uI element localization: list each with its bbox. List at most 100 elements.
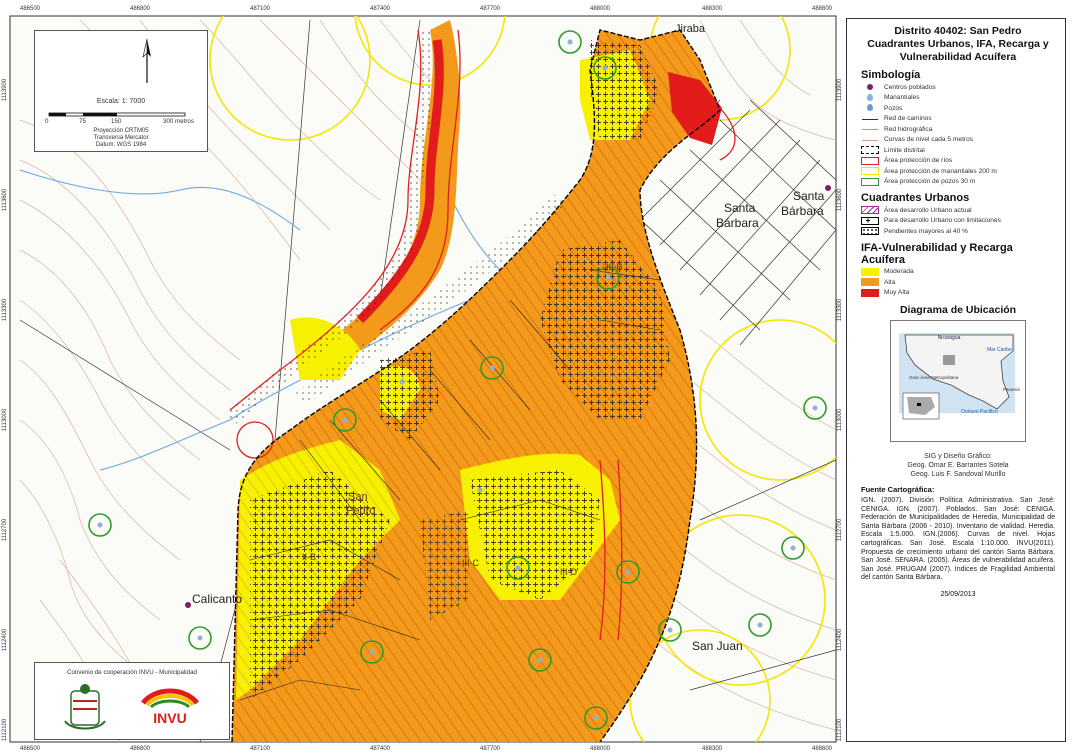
place-jiraba: Jiraba — [675, 23, 706, 35]
panama-label: Panamá — [1003, 387, 1020, 392]
credits: SIG y Diseño Gráfico: Geog. Omar E. Barr… — [861, 452, 1055, 479]
y-tick-left: 1113600 — [2, 188, 8, 211]
cooperation-label: Convenio de cooperación INVU - Municipal… — [66, 669, 197, 676]
populated-dot-icon — [867, 84, 873, 91]
y-tick-right: 1113900 — [837, 78, 843, 101]
x-tick-bottom: 487400 — [370, 746, 391, 752]
calicanto-dot — [185, 602, 191, 608]
quad-label-2: II-B — [302, 552, 316, 562]
urban-current-icon — [861, 206, 879, 215]
y-tick-left: 1113300 — [2, 298, 8, 321]
pacific-label: Océano Pacífico — [961, 409, 998, 415]
nicaragua-label: Nicaragua — [938, 335, 961, 341]
map-title: Distrito 40402: San Pedro Cuadrantes Urb… — [861, 25, 1055, 64]
x-tick-top: 486800 — [130, 6, 151, 12]
place-santa-1: Santa — [724, 201, 756, 215]
x-tick-top: 488600 — [812, 6, 833, 12]
ifa-heading: IFA-Vulnerabilidad y Recarga Acuífera — [861, 241, 1013, 266]
title-line-2: Cuadrantes Urbanos, IFA, Recarga y — [867, 38, 1049, 50]
quad-label-1: III-B — [606, 262, 623, 272]
title-line-1: Distrito 40402: San Pedro — [894, 25, 1022, 37]
place-san: San — [348, 491, 368, 503]
place-pedro: Pedro — [346, 505, 375, 517]
x-tick-bottom: 486800 — [130, 746, 151, 752]
legend-panel: Distrito 40402: San Pedro Cuadrantes Urb… — [846, 18, 1066, 742]
cooperation-box: Convenio de cooperación INVU - Municipal… — [34, 662, 230, 740]
y-tick-right: 1113300 — [837, 298, 843, 321]
legend-item-hidrografica: Red hidrográfica — [861, 124, 1055, 135]
spring-protection-icon — [861, 167, 879, 176]
date-text: 25/09/2013 — [940, 590, 976, 598]
legend-item-urbano-limitaciones: Para desarrollo Urbano con limitaciones — [861, 216, 1055, 227]
y-ticks-right: 1113900111360011133001113000111270011124… — [837, 78, 843, 741]
legend-item-limite: Límite distrital — [861, 145, 1055, 156]
legend-item-manantiales-200: Área protección de manantiales 200 m — [861, 166, 1055, 177]
x-tick-bottom: 487700 — [480, 746, 501, 752]
river-protection-lines — [229, 29, 736, 641]
x-tick-top: 487100 — [250, 6, 271, 12]
x-tick-top: 488300 — [702, 6, 723, 12]
scale-text: Escala: 1: 7000 — [96, 98, 146, 105]
location-diagram: Nicaragua Mar Caribe Gran Área Metropoli… — [890, 320, 1026, 442]
scale-tick-75: 75 — [79, 118, 86, 125]
place-barbara-2: Bárbara — [781, 204, 824, 218]
wells-and-springs — [97, 39, 818, 721]
x-tick-top: 487700 — [480, 6, 501, 12]
legend-item-moderada: Moderada — [861, 267, 1055, 278]
well-protection-icon — [861, 177, 879, 186]
sources-text: IGN. (2007). División Política Administr… — [861, 497, 1055, 582]
y-ticks-left: 1113900111360011133001113000111270011124… — [2, 78, 8, 741]
district-limit — [231, 29, 721, 742]
legend-item-rios: Área protección de ríos — [861, 156, 1055, 167]
projection-line-2: Transversa Mercator — [93, 135, 149, 141]
well-drop-icon — [867, 104, 873, 112]
quad-label-4: III-D — [560, 567, 577, 577]
y-tick-left: 1112100 — [2, 718, 8, 741]
parcel-lines — [239, 269, 661, 701]
caribbean-label: Mar Caribe — [987, 347, 1012, 353]
spring-drop-icon — [867, 93, 873, 101]
municipal-shield-icon — [64, 684, 106, 730]
legend-item-pozos: Pozos — [861, 103, 1055, 114]
projection-text: Proyección CRTM05 Transversa Mercator Da… — [35, 128, 207, 149]
credits-line-2: Geog. Omar E. Barrantes Sotela — [907, 462, 1009, 469]
legend-heading: Simbología — [861, 69, 921, 81]
well-protection-circles — [88, 30, 827, 730]
y-tick-left: 1112400 — [2, 628, 8, 651]
y-tick-right: 1113600 — [837, 188, 843, 211]
x-tick-bottom: 488300 — [702, 746, 723, 752]
river-corridor-strip — [300, 20, 461, 380]
x-tick-top: 486500 — [20, 6, 41, 12]
legend-item-centros: Centros poblados — [861, 82, 1055, 93]
x-tick-bottom: 487100 — [250, 746, 271, 752]
district-limit-icon — [861, 146, 879, 155]
north-arrow-icon — [142, 38, 151, 83]
steep-slope-zones — [250, 40, 670, 700]
urban-heading: Cuadrantes Urbanos — [861, 192, 970, 204]
x-tick-bottom: 486500 — [20, 746, 41, 752]
y-tick-left: 1112700 — [2, 518, 8, 541]
projection-line-3: Datum: WGS 1984 — [95, 142, 147, 148]
legend-item-muy-alta: Muy Alta — [861, 288, 1055, 299]
x-tick-bottom: 488600 — [812, 746, 833, 752]
scale-tick-0: 0 — [45, 118, 49, 125]
river-protection-icon — [861, 156, 879, 165]
credits-line-1: SIG y Diseño Gráfico: — [924, 453, 992, 460]
steep-slope-icon — [861, 227, 879, 236]
contour-line-icon — [862, 139, 878, 141]
legend-item-manantiales: Manantiales — [861, 93, 1055, 104]
legend-item-caminos: Red de caminos — [861, 114, 1055, 125]
place-sanjuan: San Juan — [692, 639, 743, 653]
legend-item-pozos-30: Área protección de pozos 30 m — [861, 177, 1055, 188]
x-tick-top: 488000 — [590, 6, 611, 12]
sources-heading: Fuente Cartográfica: — [861, 485, 935, 494]
projection-line-1: Proyección CRTM05 — [93, 128, 149, 134]
legend-item-urbano-actual: Área desarrollo Urbano actual — [861, 205, 1055, 216]
legend-item-curvas: Curvas de nivel cada 5 metros — [861, 135, 1055, 146]
credits-line-3: Geog. Luis F. Sandoval Murillo — [910, 471, 1006, 478]
scale-tick-300: 300 metros — [163, 118, 194, 125]
place-calicanto: Calicanto — [192, 592, 242, 606]
moderate-swatch — [861, 267, 879, 276]
legend-item-pendientes: Pendientes mayores al 40 % — [861, 226, 1055, 237]
